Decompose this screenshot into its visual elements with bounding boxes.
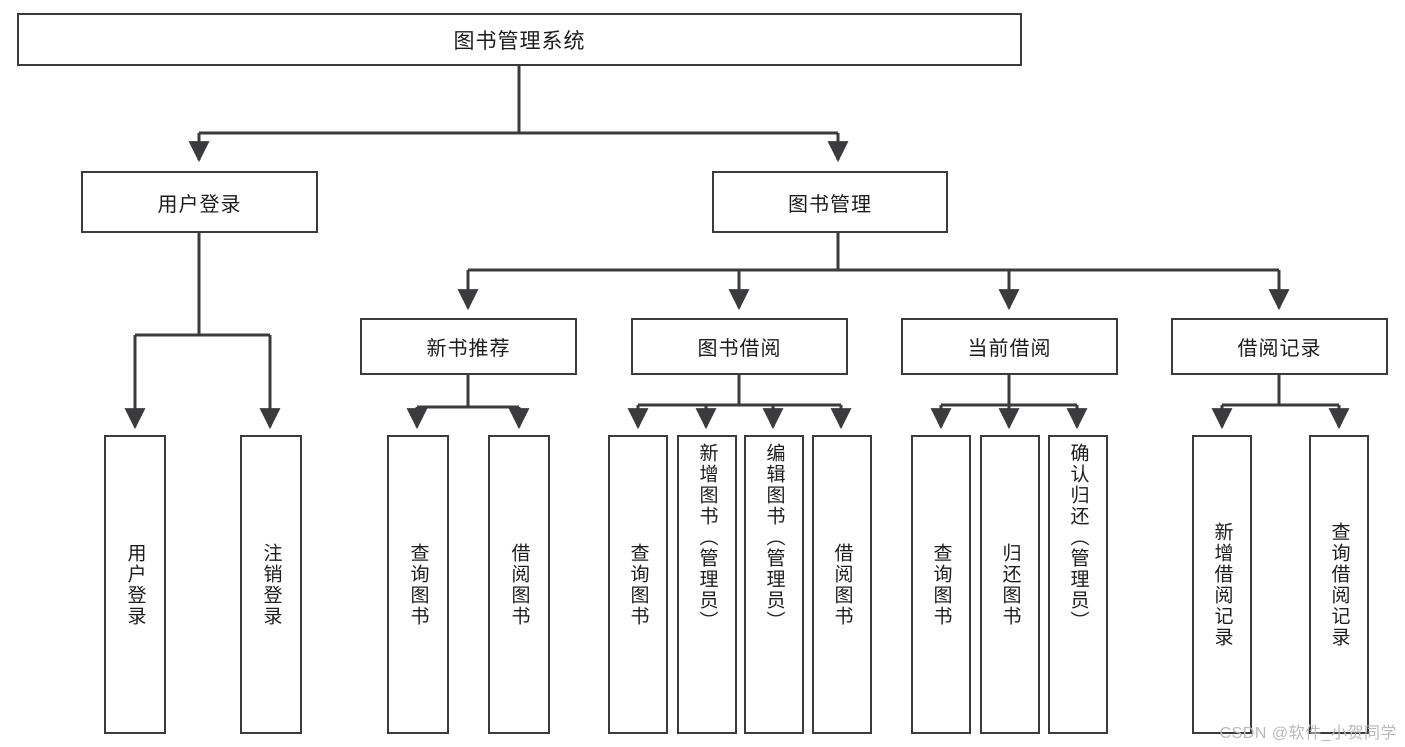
- node-user-login[interactable]: 用户登录: [81, 171, 318, 233]
- node-book-borrow-label: 图书借阅: [697, 338, 782, 360]
- leaf-borrow-record-query[interactable]: 查询借阅记录: [1309, 435, 1369, 734]
- leaf-user-login-login[interactable]: 用户登录: [104, 435, 166, 734]
- leaf-book-borrow-add[interactable]: 新增图书（管理员）: [677, 435, 737, 734]
- node-new-book-recommend-label: 新书推荐: [426, 338, 511, 360]
- leaf-borrow-record-query-label: 查询借阅记录: [1328, 521, 1350, 648]
- leaf-user-login-logout[interactable]: 注销登录: [240, 435, 302, 734]
- node-user-login-label: 用户登录: [157, 193, 242, 216]
- leaf-current-borrow-return[interactable]: 归还图书: [980, 435, 1040, 734]
- node-borrow-record-label: 借阅记录: [1237, 338, 1322, 360]
- leaf-user-login-logout-label: 注销登录: [260, 542, 282, 627]
- leaf-current-borrow-confirm[interactable]: 确认归还（管理员）: [1048, 435, 1108, 734]
- leaf-current-borrow-query[interactable]: 查询图书: [911, 435, 971, 734]
- leaf-borrow-record-add[interactable]: 新增借阅记录: [1192, 435, 1252, 734]
- node-new-book-recommend[interactable]: 新书推荐: [360, 318, 577, 375]
- node-root-system[interactable]: 图书管理系统: [17, 13, 1022, 66]
- node-book-management-label: 图书管理: [788, 193, 872, 216]
- leaf-book-borrow-borrow-label: 借阅图书: [831, 542, 853, 627]
- csdn-watermark: CSDN @软件_小贺同学: [1219, 725, 1397, 742]
- leaf-current-borrow-query-label: 查询图书: [930, 542, 952, 627]
- leaf-new-book-borrow[interactable]: 借阅图书: [488, 435, 550, 734]
- leaf-current-borrow-return-label: 归还图书: [999, 542, 1021, 627]
- leaf-book-borrow-edit-label: 编辑图书（管理员）: [763, 443, 785, 632]
- node-book-management[interactable]: 图书管理: [712, 171, 948, 233]
- node-current-borrow-label: 当前借阅: [967, 338, 1052, 360]
- node-book-borrow[interactable]: 图书借阅: [631, 318, 848, 375]
- leaf-book-borrow-query-label: 查询图书: [627, 542, 649, 627]
- leaf-book-borrow-query[interactable]: 查询图书: [608, 435, 668, 734]
- node-root-system-label: 图书管理系统: [453, 29, 586, 53]
- leaf-current-borrow-confirm-label: 确认归还（管理员）: [1067, 443, 1089, 632]
- leaf-new-book-borrow-label: 借阅图书: [508, 542, 530, 627]
- node-borrow-record[interactable]: 借阅记录: [1171, 318, 1388, 375]
- leaf-new-book-query[interactable]: 查询图书: [387, 435, 449, 734]
- leaf-book-borrow-add-label: 新增图书（管理员）: [696, 443, 718, 632]
- leaf-user-login-login-label: 用户登录: [124, 542, 146, 627]
- leaf-book-borrow-edit[interactable]: 编辑图书（管理员）: [744, 435, 804, 734]
- leaf-new-book-query-label: 查询图书: [407, 542, 429, 627]
- node-current-borrow[interactable]: 当前借阅: [901, 318, 1118, 375]
- leaf-borrow-record-add-label: 新增借阅记录: [1211, 521, 1233, 648]
- leaf-book-borrow-borrow[interactable]: 借阅图书: [812, 435, 872, 734]
